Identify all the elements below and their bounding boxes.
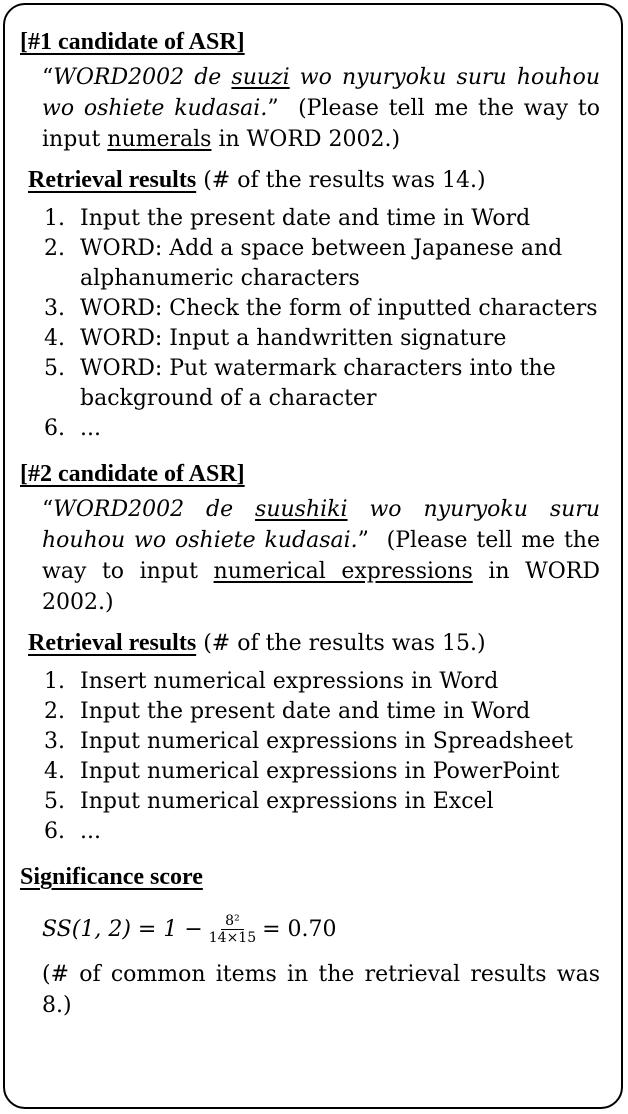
query-text-pre: WORD2002 de <box>53 65 232 90</box>
candidate-1-results-header: Retrieval results (# of the results was … <box>28 165 600 196</box>
candidate-2-title: [#2 candidate of ASR] <box>20 461 245 487</box>
list-item-number: 6. <box>44 819 65 844</box>
candidate-1-section: [#1 candidate of ASR] “WORD2002 de suuzi… <box>20 26 600 444</box>
translation-pre: (Please tell me the way to input <box>42 96 607 152</box>
candidate-1-results-list: 1. Input the present date and time in Wor… <box>20 204 600 444</box>
list-item-text: Input numerical expressions in Spreadshe… <box>80 729 573 754</box>
list-item-number: 6. <box>44 416 65 441</box>
list-item: 1. Insert numerical expressions in Word <box>20 667 600 697</box>
list-item-text: Input numerical expressions in PowerPoin… <box>80 759 560 784</box>
query-keyword: suushiki <box>255 497 348 522</box>
significance-note: (# of common items in the retrieval resu… <box>42 962 600 1018</box>
results-label: Retrieval results <box>28 167 197 193</box>
list-item-number: 1. <box>44 669 65 694</box>
quote-close-mark: ” <box>357 528 369 553</box>
quote-close-mark: ” <box>267 96 279 121</box>
fraction-denominator: 14×15 <box>208 929 257 946</box>
fraction-numerator: 8² <box>221 913 244 930</box>
significance-title: Significance score <box>20 864 203 890</box>
translation-keyword: numerals <box>107 127 212 152</box>
list-item-number: 4. <box>44 759 65 784</box>
list-item-text: Insert numerical expressions in Word <box>80 669 499 694</box>
figure-content: [#1 candidate of ASR] “WORD2002 de suuzi… <box>20 26 600 1021</box>
list-item-text: WORD: Check the form of inputted charact… <box>80 296 598 321</box>
list-item-number: 2. <box>44 236 65 261</box>
candidate-2-query: “WORD2002 de suushiki wo nyuryoku suru h… <box>42 494 600 618</box>
translation-post: in WORD 2002.) <box>211 127 401 152</box>
quote-open-mark: “ <box>42 497 54 522</box>
translation-pre: (Please tell me the way to input <box>42 528 607 584</box>
candidate-1-query: “WORD2002 de suuzi wo nyuryoku suru houh… <box>42 62 600 155</box>
list-item: 2. WORD: Add a space between Japanese and… <box>20 234 600 294</box>
translation-keyword: numerical expressions <box>213 559 473 584</box>
list-item-number: 3. <box>44 296 65 321</box>
candidate-2-section: [#2 candidate of ASR] “WORD2002 de suush… <box>20 458 600 847</box>
list-item: 2. Input the present date and time in Wor… <box>20 697 600 727</box>
formula-rhs: = 0.70 <box>262 916 337 942</box>
significance-formula: SS(1, 2) = 1 − 8² 14×15 = 0.70 <box>42 905 600 953</box>
candidate-2-results-list: 1. Insert numerical expressions in Word 2.… <box>20 667 600 847</box>
list-item-number: 5. <box>44 789 65 814</box>
translation-post: in WORD 2002.) <box>42 559 601 615</box>
list-item-text: WORD: Input a handwritten signature <box>80 326 507 351</box>
list-item: 5. WORD: Put watermark characters into th… <box>20 354 600 414</box>
list-item-text: Input the present date and time in Word <box>80 206 531 231</box>
list-item-number: 1. <box>44 206 65 231</box>
list-item-text: Input numerical expressions in Excel <box>80 789 494 814</box>
candidate-1-title: [#1 candidate of ASR] <box>20 29 245 55</box>
list-item: 6.... <box>20 414 600 444</box>
results-label: Retrieval results <box>28 630 197 656</box>
formula-lhs: SS(1, 2) = 1 − <box>42 916 203 942</box>
list-item-number: 4. <box>44 326 65 351</box>
quote-open-mark: “ <box>42 65 54 90</box>
list-item: 4. WORD: Input a handwritten signature <box>20 324 600 354</box>
figure-frame <box>3 3 623 1109</box>
list-item-number: 5. <box>44 356 65 381</box>
list-item-number: 3. <box>44 729 65 754</box>
list-item: 6.... <box>20 817 600 847</box>
query-keyword: suuzi <box>231 65 290 90</box>
list-item-text: Input the present date and time in Word <box>80 699 531 724</box>
significance-section: Significance score SS(1, 2) = 1 − 8² 14×… <box>20 861 600 1021</box>
list-item: 1. Input the present date and time in Wor… <box>20 204 600 234</box>
list-item: 4. Input numerical expressions in PowerPo… <box>20 757 600 787</box>
query-text-pre: WORD2002 de <box>53 497 256 522</box>
candidate-2-results-header: Retrieval results (# of the results was … <box>28 628 600 659</box>
list-item: 3. WORD: Check the form of inputted chara… <box>20 294 600 324</box>
list-item-text: ... <box>80 819 101 844</box>
results-count-note: (# of the results was 15.) <box>203 631 486 656</box>
results-count-note: (# of the results was 14.) <box>203 168 486 193</box>
query-text-post: wo nyuryoku suru houhou wo oshiete kudas… <box>42 497 600 553</box>
list-item-text: ... <box>80 416 101 441</box>
list-item: 3. Input numerical expressions in Spreads… <box>20 727 600 757</box>
list-item-text: WORD: Put watermark characters into the … <box>80 356 556 411</box>
formula-fraction: 8² 14×15 <box>209 913 256 946</box>
query-text-post: wo nyuryoku suru houhou wo oshiete kudas… <box>42 65 600 121</box>
list-item: 5. Input numerical expressions in Excel <box>20 787 600 817</box>
list-item-text: WORD: Add a space between Japanese and a… <box>80 236 563 291</box>
list-item-number: 2. <box>44 699 65 724</box>
